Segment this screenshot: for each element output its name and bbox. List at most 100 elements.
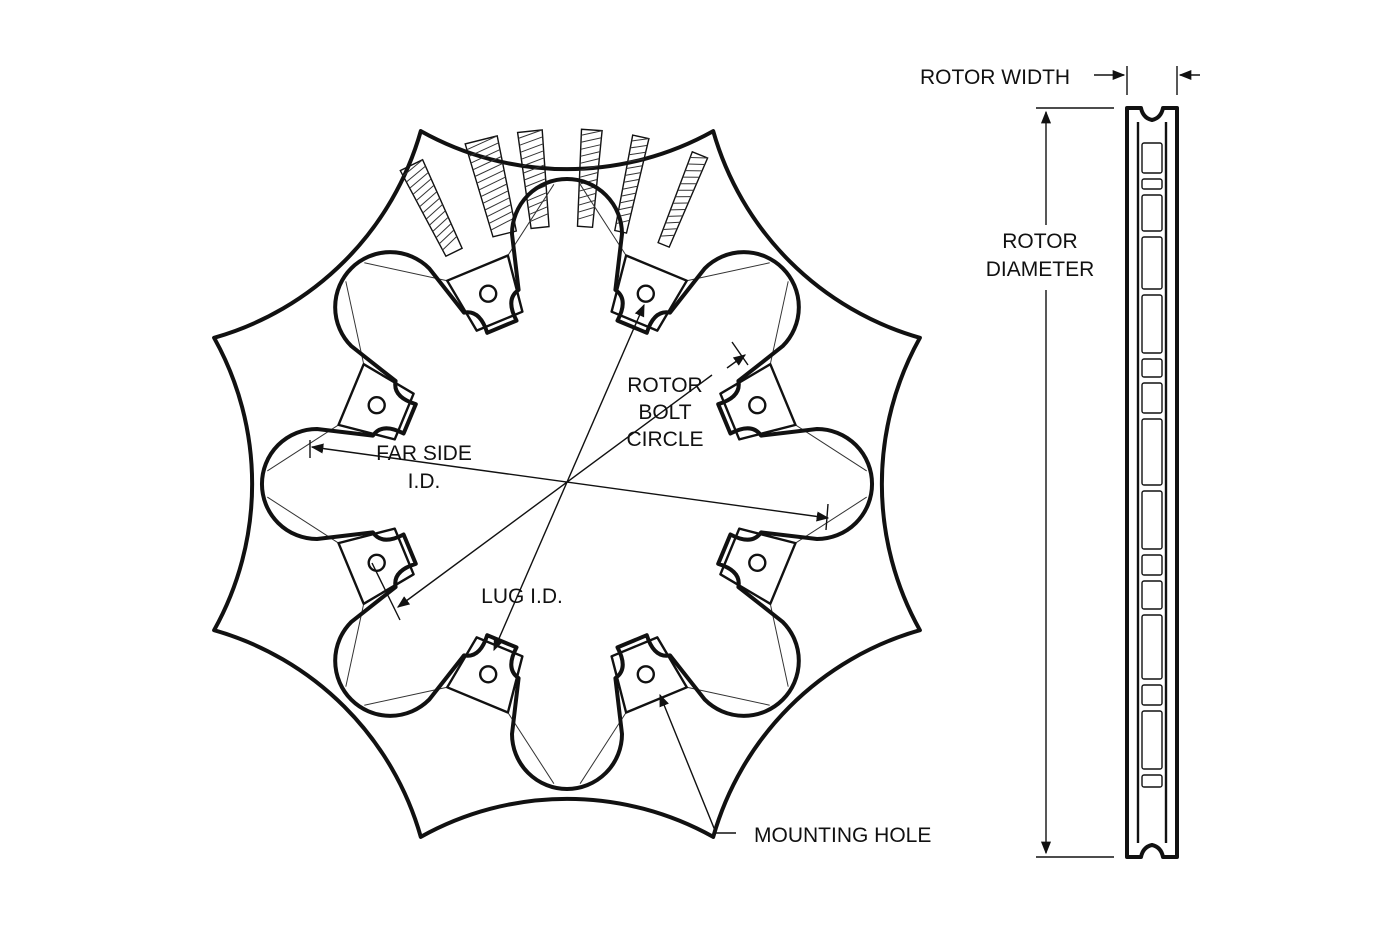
- vane-slot: [1141, 418, 1163, 486]
- vane-hatch: [412, 178, 432, 195]
- vane-hatch: [419, 191, 438, 208]
- vane-slot: [1141, 614, 1163, 680]
- rotor-width-label: ROTOR WIDTH: [920, 66, 1070, 89]
- far-side-label-1: FAR SIDE: [376, 442, 472, 465]
- vane-hatch: [422, 197, 441, 214]
- vane-hatch: [622, 185, 638, 190]
- mounting-hole: [479, 665, 498, 684]
- web-line: [507, 184, 555, 256]
- vane-hatch: [630, 144, 648, 149]
- mounting-hole: [748, 396, 767, 415]
- rotor-side-view: [1125, 106, 1179, 859]
- vane-hatch: [578, 199, 596, 206]
- mounting-hole: [748, 553, 767, 572]
- vane-hatch: [519, 136, 543, 146]
- vane-hatch: [406, 165, 426, 183]
- hat-web-lines: [267, 184, 867, 784]
- vane-hatch: [619, 199, 635, 204]
- vane-hatch: [490, 217, 514, 231]
- bolt-circle-label-3: CIRCLE: [626, 428, 703, 451]
- vane-hatch: [425, 204, 443, 220]
- rotor-diameter-label-1: ROTOR: [1002, 230, 1077, 253]
- rotor-diameter-dimension: [1036, 107, 1114, 858]
- vane-hatch: [523, 164, 545, 174]
- web-line: [769, 281, 789, 365]
- web-line: [579, 712, 627, 784]
- vane-hatch: [468, 142, 499, 157]
- vane-hatch: [660, 234, 675, 237]
- vane-hatch: [442, 236, 458, 251]
- vane-strip: [657, 150, 709, 249]
- vane-hatch: [577, 213, 594, 220]
- web-line: [345, 603, 365, 687]
- web-line: [364, 262, 448, 282]
- mounting-holes: [367, 284, 767, 684]
- mounting-hole: [367, 396, 386, 415]
- vane-hatch: [626, 165, 643, 169]
- vane-hatch: [580, 137, 602, 143]
- vane-hatch: [579, 165, 599, 171]
- vane-slot: [1141, 178, 1163, 190]
- vane-slot: [1141, 554, 1163, 576]
- vane-hatch: [528, 206, 548, 216]
- side-vane-slots: [1141, 142, 1163, 788]
- vane-hatch: [521, 150, 544, 160]
- vane-detail: [399, 128, 709, 258]
- vane-hatch: [581, 130, 603, 136]
- vane-hatch: [474, 162, 503, 177]
- vane-hatch: [524, 171, 546, 181]
- vane-hatch: [528, 199, 548, 209]
- web-line: [769, 603, 789, 687]
- lug-id-label: LUG I.D.: [481, 585, 563, 608]
- vane-slot: [1141, 358, 1163, 378]
- vane-slot: [1141, 774, 1163, 788]
- vane-hatch: [486, 204, 512, 218]
- vane-hatch: [472, 156, 502, 171]
- mounting-hole: [479, 284, 498, 303]
- vane-strip: [399, 158, 464, 258]
- web-line: [267, 496, 339, 544]
- vane-hatch: [478, 176, 506, 191]
- web-line: [686, 686, 770, 706]
- vane-hatch: [470, 149, 501, 164]
- web-line: [267, 424, 339, 472]
- bolt-circle-dimension: [493, 303, 645, 652]
- web-line: [686, 262, 770, 282]
- vane-strip: [464, 135, 518, 238]
- mounting-ear: [719, 527, 797, 605]
- vane-hatch: [476, 169, 505, 184]
- web-line: [795, 496, 867, 544]
- rotor-outer-edge: [212, 129, 922, 839]
- vane-hatch: [665, 221, 680, 224]
- mounting-ear: [446, 254, 524, 332]
- vane-hatch: [488, 210, 513, 224]
- vane-hatch: [438, 229, 455, 245]
- mounting-hole: [367, 553, 386, 572]
- bolt-circle-label-2: BOLT: [638, 401, 691, 424]
- mounting-ear: [719, 363, 797, 441]
- mounting-ear: [610, 636, 688, 714]
- vane-hatch: [529, 213, 549, 223]
- vane-hatch: [435, 223, 452, 239]
- vane-slot: [1141, 684, 1163, 706]
- far-side-id-tick-right: [825, 503, 829, 531]
- vane-slot: [1141, 294, 1163, 354]
- vane-slot: [1141, 194, 1163, 232]
- vane-hatch: [429, 210, 446, 226]
- mounting-ear: [610, 254, 688, 332]
- vane-hatch: [631, 138, 649, 142]
- web-line: [364, 686, 448, 706]
- vane-hatch: [480, 183, 508, 198]
- vane-hatch: [667, 215, 683, 217]
- vane-hatch: [482, 190, 509, 204]
- vane-hatch: [621, 192, 637, 197]
- rotor-inner-edge: [260, 177, 874, 791]
- web-line: [795, 424, 867, 472]
- vane-hatch: [520, 143, 544, 153]
- far-side-leader: [371, 562, 401, 621]
- vane-hatch: [627, 158, 645, 163]
- rotor-diameter-label-2: DIAMETER: [986, 258, 1095, 281]
- vane-hatch: [525, 178, 546, 188]
